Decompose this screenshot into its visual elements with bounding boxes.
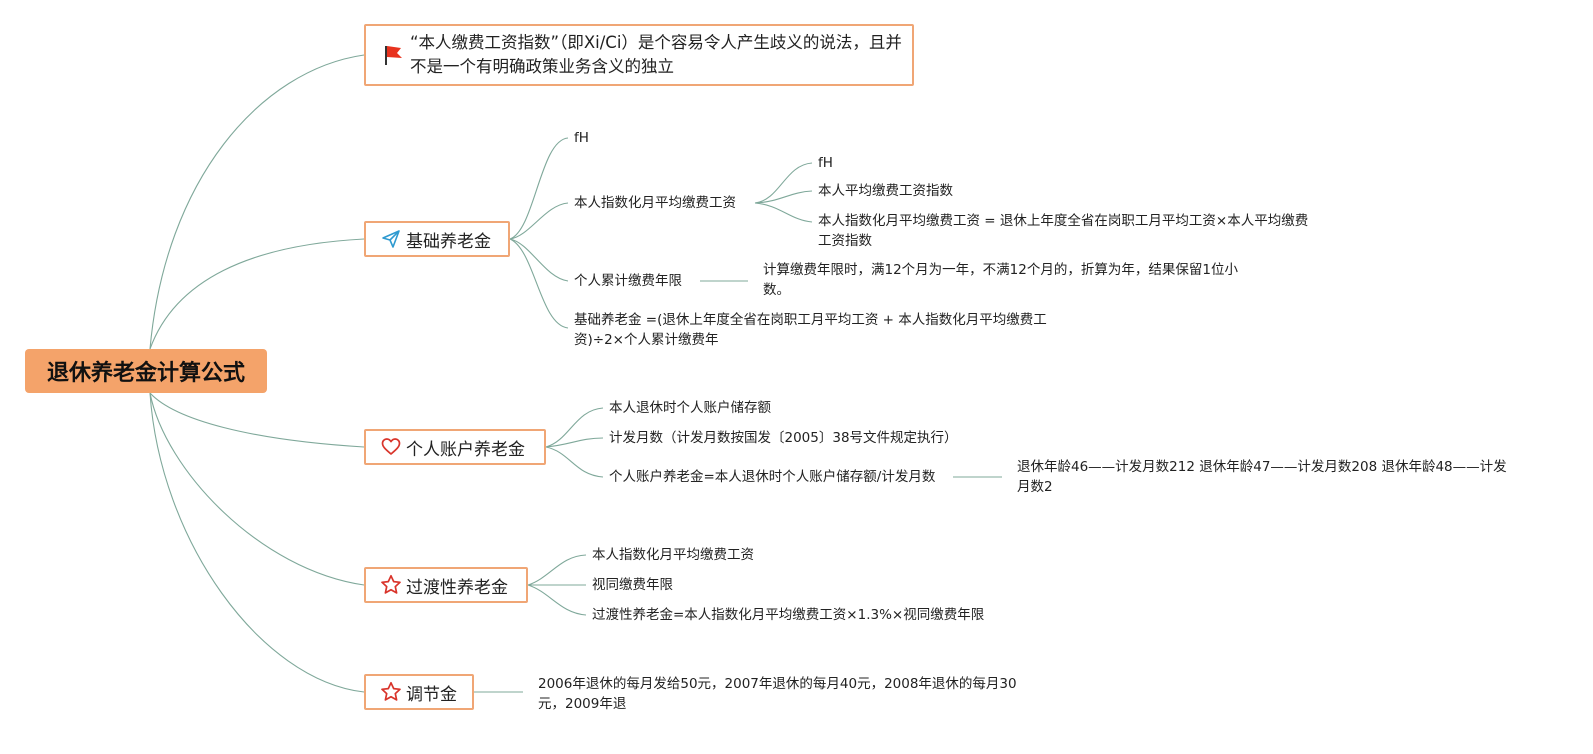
leaf-personal-detail: 退休年龄46——计发月数212 退休年龄47——计发月数208 退休年龄48——… bbox=[1017, 459, 1507, 495]
branch-personal-label: 个人账户养老金 bbox=[406, 439, 525, 460]
link-indexed-formula bbox=[754, 202, 813, 223]
root-label: 退休养老金计算公式 bbox=[46, 361, 245, 386]
branch-adjust-label: 调节金 bbox=[406, 684, 457, 705]
link-root-adjust bbox=[149, 392, 365, 693]
leaf-basic-years: 个人累计缴费年限 bbox=[574, 273, 682, 289]
leaf-personal-months: 计发月数（计发月数按国发〔2005〕38号文件规定执行） bbox=[609, 430, 958, 446]
leaf-adjust-detail: 2006年退休的每月发给50元，2007年退休的每月40元，2008年退休的每月… bbox=[538, 676, 1017, 712]
heart-icon bbox=[380, 436, 402, 458]
branch-basic-pension[interactable]: 基础养老金 bbox=[364, 221, 510, 257]
link-root-note bbox=[149, 54, 365, 350]
leaf-transition-wage: 本人指数化月平均缴费工资 bbox=[592, 547, 754, 563]
link-transition-wage bbox=[527, 554, 587, 586]
link-indexed-avg bbox=[754, 190, 813, 204]
link-basic-indexed bbox=[509, 202, 569, 240]
leaf-personal-formula: 个人账户养老金=本人退休时个人账户储存额/计发月数 bbox=[609, 469, 936, 485]
link-personal-balance bbox=[545, 407, 604, 448]
note-node[interactable]: “本人缴费工资指数”（即Xi/Ci）是个容易令人产生歧义的说法，且并不是一个有明… bbox=[364, 24, 914, 86]
link-root-basic bbox=[149, 238, 365, 350]
branch-personal-account[interactable]: 个人账户养老金 bbox=[364, 429, 546, 465]
leaf-indexed-fh: fH bbox=[818, 155, 833, 171]
branch-transition-label: 过渡性养老金 bbox=[406, 577, 508, 598]
link-root-transition bbox=[149, 392, 365, 586]
link-personal-months bbox=[545, 437, 604, 448]
leaf-transition-years: 视同缴费年限 bbox=[592, 577, 673, 593]
link-personal-formula bbox=[545, 446, 604, 478]
star-icon bbox=[380, 681, 402, 703]
link-basic-formula bbox=[509, 238, 569, 329]
branch-adjustment[interactable]: 调节金 bbox=[364, 674, 474, 710]
link-transition-formula bbox=[527, 584, 587, 616]
star-icon bbox=[380, 574, 402, 596]
leaf-basic-indexed-wage: 本人指数化月平均缴费工资 bbox=[574, 195, 736, 211]
leaf-years-detail: 计算缴费年限时，满12个月为一年，不满12个月的，折算为年，结果保留1位小数。 bbox=[763, 262, 1238, 298]
leaf-personal-balance: 本人退休时个人账户储存额 bbox=[609, 400, 771, 416]
link-basic-fh bbox=[509, 137, 569, 240]
note-text: “本人缴费工资指数”（即Xi/Ci）是个容易令人产生歧义的说法，且并不是一个有明… bbox=[410, 33, 902, 76]
leaf-indexed-avg-index: 本人平均缴费工资指数 bbox=[818, 183, 953, 199]
leaf-indexed-formula: 本人指数化月平均缴费工资 = 退休上年度全省在岗职工月平均工资×本人平均缴费工资… bbox=[818, 213, 1309, 249]
link-basic-years bbox=[509, 238, 569, 282]
link-indexed-fh bbox=[754, 162, 813, 204]
leaf-transition-formula: 过渡性养老金=本人指数化月平均缴费工资×1.3%×视同缴费年限 bbox=[592, 607, 985, 623]
root-node[interactable]: 退休养老金计算公式 bbox=[25, 349, 267, 393]
leaf-basic-fh: fH bbox=[574, 130, 589, 146]
flag-icon bbox=[382, 44, 404, 66]
leaf-basic-formula: 基础养老金 =(退休上年度全省在岗职工月平均工资 + 本人指数化月平均缴费工资)… bbox=[574, 312, 1047, 348]
branch-transitional-pension[interactable]: 过渡性养老金 bbox=[364, 567, 528, 603]
branch-basic-label: 基础养老金 bbox=[406, 231, 491, 252]
link-root-personal bbox=[149, 392, 365, 448]
paper-plane-icon bbox=[380, 228, 402, 250]
